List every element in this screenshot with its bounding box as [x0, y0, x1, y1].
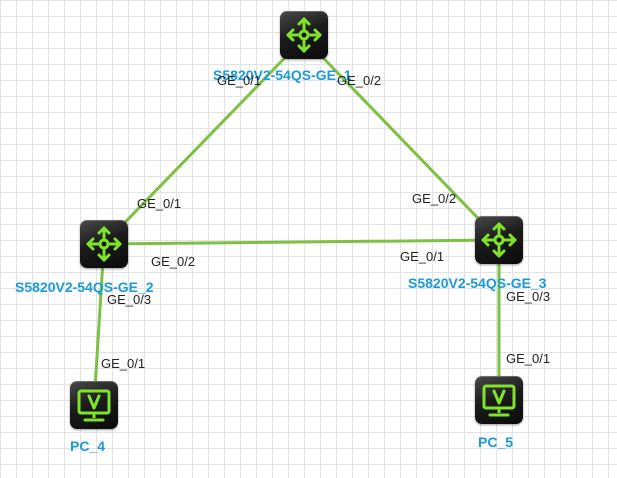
- port-label-ge1-to-ge3: GE_0/2: [337, 73, 382, 88]
- port-label-ge3-to-ge1: GE_0/2: [412, 191, 457, 206]
- device-label-ge3: S5820V2-54QS-GE_3: [408, 275, 547, 291]
- pc-5[interactable]: [475, 376, 523, 424]
- four-arrow-switch-icon: [481, 222, 517, 258]
- monitor-icon: [77, 389, 111, 422]
- link-ge2-pc4[interactable]: [92, 243, 106, 406]
- port-label-ge3-to-pc5: GE_0/3: [506, 289, 551, 304]
- switch-ge3[interactable]: [475, 216, 523, 264]
- port-label-pc4-to-ge2: GE_0/1: [101, 356, 146, 371]
- four-arrow-switch-icon: [86, 226, 122, 262]
- switch-ge1[interactable]: [280, 11, 328, 59]
- device-label-pc4: PC_4: [70, 438, 106, 454]
- pc-4[interactable]: [70, 381, 118, 429]
- port-label-ge2-to-pc4: GE_0/3: [107, 292, 152, 307]
- port-label-ge2-to-ge1: GE_0/1: [137, 196, 182, 211]
- link-ge1-ge3[interactable]: [302, 36, 501, 242]
- device-label-ge2: S5820V2-54QS-GE_2: [15, 279, 154, 295]
- device-label-pc5: PC_5: [478, 434, 514, 450]
- port-label-ge2-to-ge3: GE_0/2: [151, 254, 196, 269]
- port-label-ge1-to-ge2: GE_0/1: [217, 73, 262, 88]
- four-arrow-switch-icon: [286, 17, 322, 53]
- link-ge2-ge3[interactable]: [103, 238, 500, 246]
- link-ge1-ge2[interactable]: [102, 36, 306, 246]
- switch-ge2[interactable]: [80, 220, 128, 268]
- port-label-pc5-to-ge3: GE_0/1: [506, 351, 551, 366]
- monitor-icon: [482, 384, 516, 417]
- device-label-ge1: S5820V2-54QS-GE_1: [213, 67, 352, 83]
- port-label-ge3-to-ge2: GE_0/1: [400, 249, 445, 264]
